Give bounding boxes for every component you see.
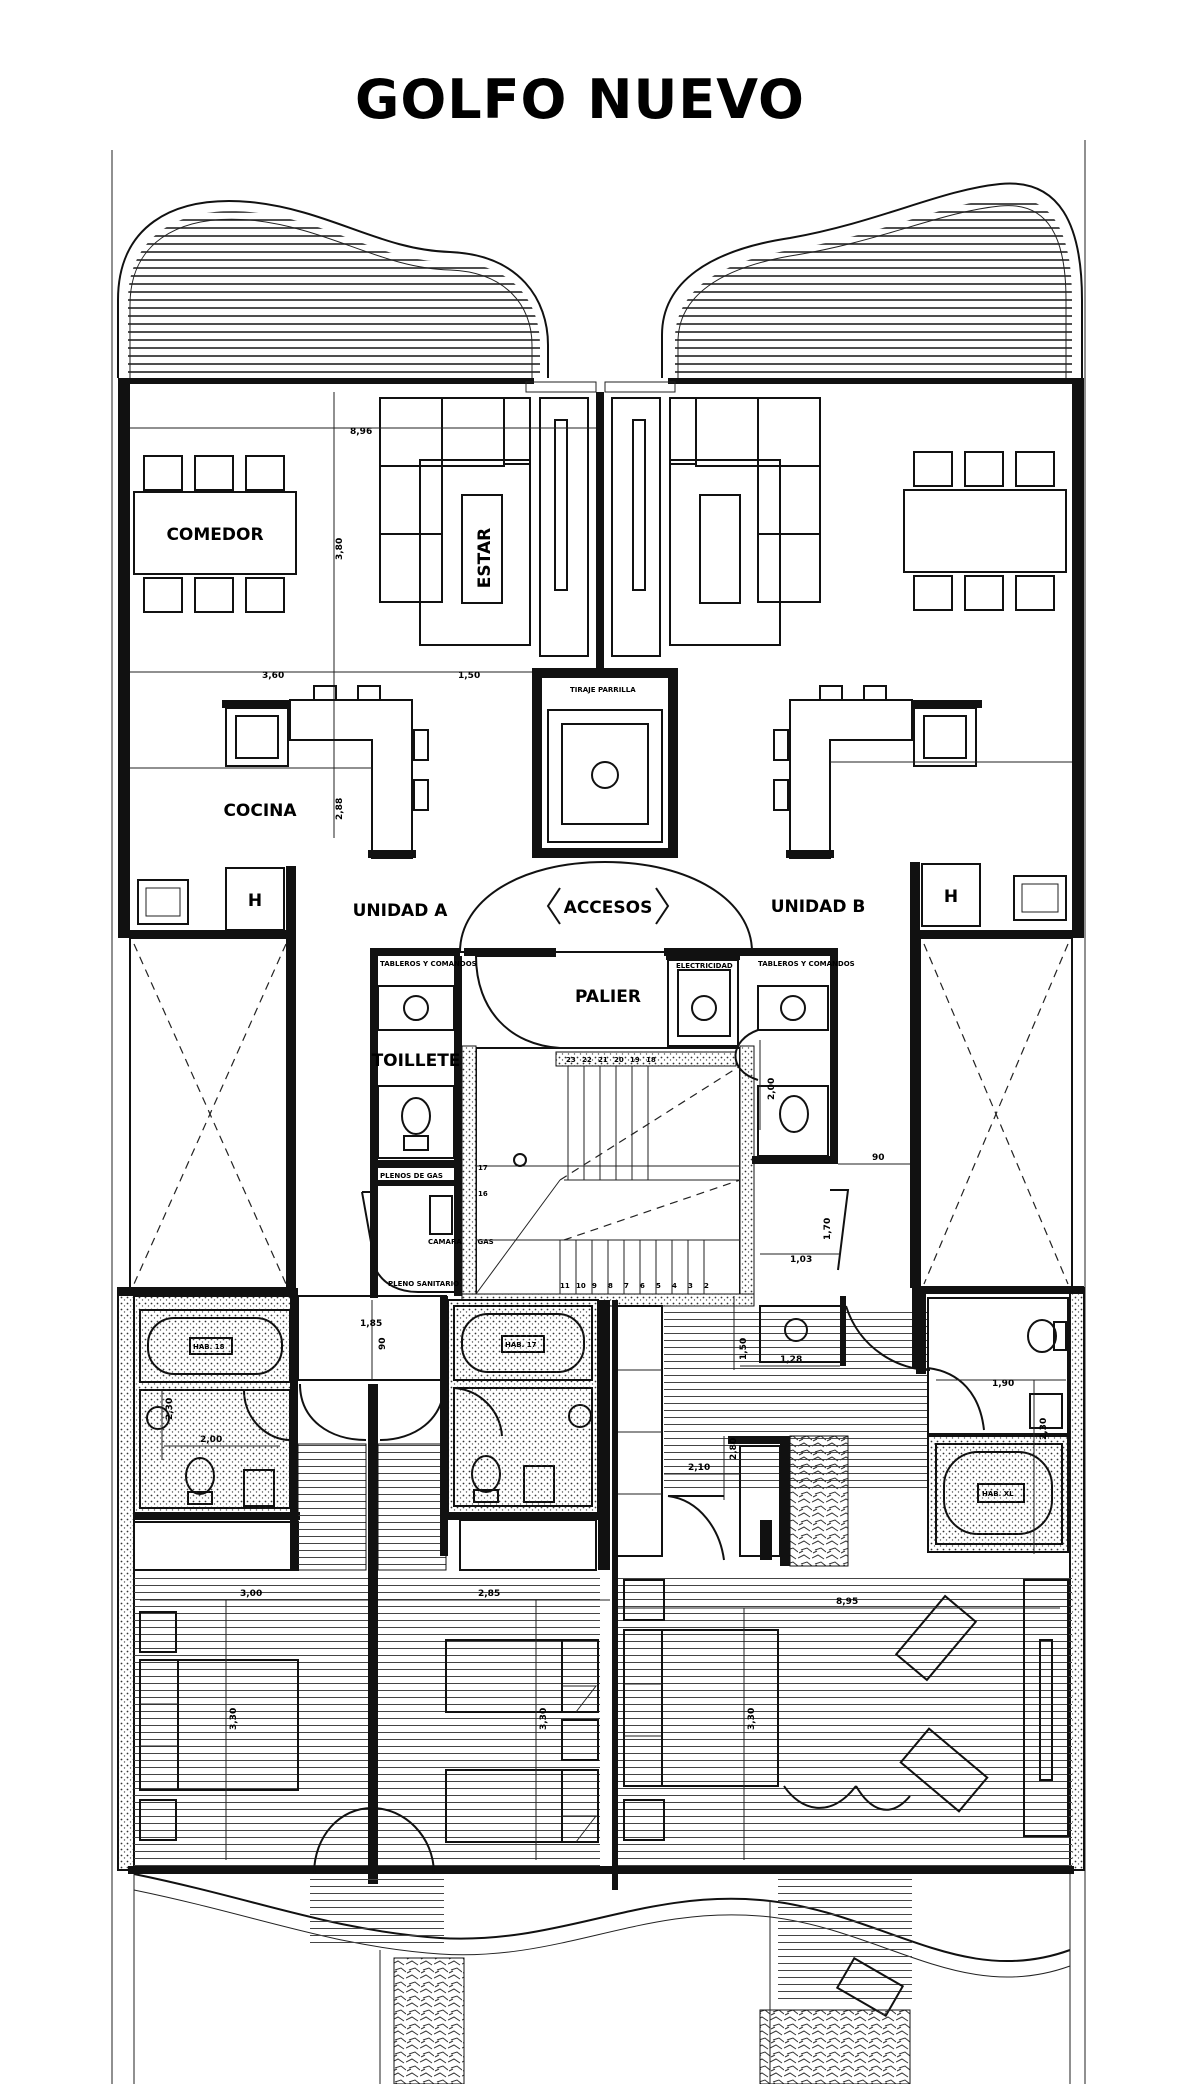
dim-label: 1,70: [823, 1218, 833, 1240]
stair-steps: [475, 1065, 741, 1295]
wall: [118, 378, 130, 938]
stair-number: 19: [630, 1056, 640, 1064]
bed-room-1: [139, 1611, 299, 1841]
dim-label: 90: [872, 1153, 885, 1163]
dim-label: 3,60: [262, 671, 284, 681]
dim-label: 3,30: [747, 1708, 757, 1730]
room-label-toillete: TOILLETE: [372, 1051, 461, 1071]
stair-number: 10: [576, 1282, 586, 1290]
patio-right: [910, 937, 1073, 1289]
dim-label: 2,10: [688, 1463, 710, 1473]
patio-left: [129, 937, 296, 1289]
label-electricidad: ELECTRICIDAD: [676, 962, 733, 970]
dim-label: 2,80: [729, 1438, 739, 1460]
room-label-palier: PALIER: [575, 987, 641, 1007]
balcony-left: [117, 200, 549, 378]
stair-number: 20: [614, 1056, 624, 1064]
room-label-unidad-a: UNIDAD A: [353, 901, 449, 921]
balcony-right: [661, 182, 1083, 378]
dim-label: 8,95: [836, 1597, 858, 1607]
label-pleno-sanitario: PLENO SANITARIO: [388, 1280, 459, 1288]
living-sofas-b: [611, 397, 821, 657]
dim-label: 3,80: [335, 538, 345, 560]
label-h-b: H: [944, 887, 958, 907]
room-label-comedor: COMEDOR: [166, 525, 263, 545]
dim-label: 1,28: [780, 1355, 802, 1365]
living-sofas-a: [379, 397, 589, 657]
room-label-cocina: COCINA: [223, 801, 297, 821]
stair-number: 17: [478, 1164, 488, 1172]
dim-label: 2,30: [1039, 1418, 1049, 1440]
label-hab-xl: HAB. XL: [982, 1490, 1014, 1498]
dim-label: 8,96: [350, 427, 372, 437]
dining-table-b: [903, 451, 1067, 611]
dim-label: 2,85: [478, 1589, 500, 1599]
stair-number: 18: [646, 1056, 656, 1064]
dim-label: 2,00: [200, 1435, 222, 1445]
label-tableros-a: TABLEROS Y COMANDOS: [380, 960, 477, 968]
dining-table-a: [133, 455, 297, 613]
room-label-unidad-b: UNIDAD B: [771, 897, 866, 917]
dim-label: 1,50: [458, 671, 480, 681]
stair-number: 16: [478, 1190, 488, 1198]
stair-number: 8: [608, 1282, 613, 1290]
label-hab-18: HAB. 18: [193, 1343, 225, 1351]
stair-number: 22: [582, 1056, 592, 1064]
dim-label: 1,85: [360, 1319, 382, 1329]
plan-title: GOLFO NUEVO: [355, 68, 805, 131]
dim-label: 2,00: [767, 1078, 777, 1100]
stair-number: 2: [704, 1282, 709, 1290]
kitchen-counter-a: [225, 685, 429, 859]
label-tiraje-parrilla: TIRAJE PARRILLA: [570, 686, 636, 694]
bed-master: [623, 1579, 1069, 1841]
room-label-accesos: ACCESOS: [564, 898, 653, 918]
dim-label: 1,03: [790, 1255, 812, 1265]
dim-label: 2,30: [165, 1398, 175, 1420]
dim-label: 3,00: [240, 1589, 262, 1599]
stair-number: 5: [656, 1282, 661, 1290]
label-h-a: H: [248, 891, 262, 911]
stair-number: 11: [560, 1282, 570, 1290]
stair-number: 21: [598, 1056, 608, 1064]
dim-label: 2,88: [335, 798, 345, 820]
dim-label: 1,50: [739, 1338, 749, 1360]
kitchen-counter-b: [773, 685, 977, 859]
bed-room-2: [445, 1639, 599, 1843]
stair-number: 6: [640, 1282, 645, 1290]
stair-number: 4: [672, 1282, 677, 1290]
dim-label: 3,30: [539, 1708, 549, 1730]
stair-number: 3: [688, 1282, 693, 1290]
wall: [1072, 378, 1084, 938]
dim-label: 1,90: [992, 1379, 1014, 1389]
label-camara-brigas: CAMARA BRIGAS: [428, 1238, 494, 1246]
stair-number: 23: [566, 1056, 576, 1064]
room-label-estar: ESTAR: [475, 528, 495, 588]
stair-number: 9: [592, 1282, 597, 1290]
label-plenos-gas: PLENOS DE GAS: [380, 1172, 443, 1180]
label-tableros-b: TABLEROS Y COMANDOS: [758, 960, 855, 968]
dim-label: 3,30: [229, 1708, 239, 1730]
dim-label: 90: [378, 1337, 388, 1350]
label-hab-17: HAB. 17: [505, 1341, 537, 1349]
stair-number: 7: [624, 1282, 629, 1290]
